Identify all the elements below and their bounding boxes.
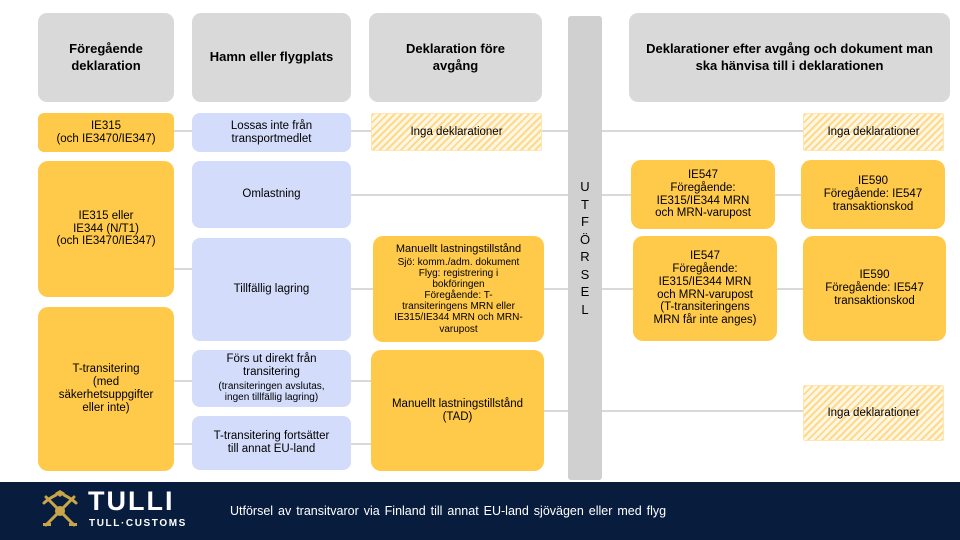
exit-letter: U	[580, 179, 590, 194]
footer-bar	[0, 482, 960, 540]
port-direct-out-note: (transiteringen avslutas, ingen tillfäll…	[218, 381, 325, 404]
brand-logo-text: TULLI	[88, 486, 175, 516]
connector-row1-left	[172, 130, 194, 132]
tulli-crest-icon	[42, 490, 78, 527]
exit-letter: L	[581, 301, 589, 317]
exit-letter: R	[580, 249, 590, 264]
connector-row3-after	[776, 288, 804, 290]
port-direct-out-title: Förs ut direkt från transitering	[226, 353, 317, 379]
connector-row2-after	[774, 194, 804, 196]
exit-letter: Ö	[579, 231, 591, 247]
header-port-or-airport: Hamn eller flygplats	[192, 13, 351, 102]
header-previous-declaration: Föregående deklaration	[38, 13, 174, 102]
connector-row4-mid	[350, 380, 372, 382]
port-not-unloaded-box: Lossas inte från transportmedlet	[192, 113, 351, 152]
before-manual-loading-permit-box: Manuellt lastningstillstånd Sjö: komm./a…	[373, 236, 544, 342]
before-no-declarations-box: Inga deklarationer	[371, 113, 542, 151]
connector-row4-right	[542, 410, 804, 412]
connector-row1-right	[542, 130, 804, 132]
after-no-declarations-box-2: Inga deklarationer	[803, 385, 944, 441]
connector-row3-left	[172, 268, 194, 270]
connector-row2	[350, 194, 632, 196]
brand-subtitle: TULL·CUSTOMS	[89, 518, 187, 529]
connector-row5-mid	[350, 443, 372, 445]
after-ie547-box-2: IE547 Föregående: IE315/IE344 MRN och MR…	[633, 236, 777, 341]
previous-ie315-box: IE315 (och IE3470/IE347)	[38, 113, 174, 152]
header-declarations-after-departure: Deklarationer efter avgång och dokument …	[629, 13, 950, 102]
exit-letter: T	[581, 196, 589, 212]
before-manual-loading-permit-tad-box: Manuellt lastningstillstånd (TAD)	[371, 350, 544, 471]
footer-caption: Utförsel av transitvaror via Finland til…	[230, 504, 667, 518]
port-transshipment-box: Omlastning	[192, 161, 351, 228]
exit-letter: F	[581, 214, 589, 229]
connector-row5-left	[172, 443, 194, 445]
exit-bar	[568, 16, 602, 480]
previous-ie315-ie344-box: IE315 eller IE344 (N/T1) (och IE3470/IE3…	[38, 161, 174, 297]
header-declaration-before-departure: Deklaration före avgång	[369, 13, 542, 102]
exit-letter: E	[580, 284, 590, 299]
after-ie590-box-2: IE590 Föregående: IE547 transaktionskod	[803, 236, 946, 341]
port-transit-continues-box: T-transitering fortsätter till annat EU-…	[192, 416, 351, 470]
connector-row1-mid	[350, 130, 372, 132]
after-ie547-box-1: IE547 Föregående: IE315/IE344 MRN och MR…	[631, 160, 775, 229]
previous-t-transit-box: T-transitering (med säkerhetsuppgifter e…	[38, 307, 174, 471]
port-direct-out-box: Förs ut direkt från transitering (transi…	[192, 350, 351, 407]
connector-row3-mid	[350, 288, 374, 290]
after-no-declarations-box-1: Inga deklarationer	[803, 113, 944, 151]
exit-bar-label: U T F Ö R S E L	[568, 178, 602, 318]
connector-row4-left	[172, 380, 194, 382]
after-ie590-box-1: IE590 Föregående: IE547 transaktionskod	[801, 160, 945, 229]
before-manual-loading-permit-title: Manuellt lastningstillstånd	[395, 243, 522, 256]
before-manual-loading-permit-details: Sjö: komm./adm. dokument Flyg: registrer…	[394, 256, 523, 335]
exit-letter: S	[580, 266, 590, 282]
port-temporary-storage-box: Tillfällig lagring	[192, 238, 351, 341]
